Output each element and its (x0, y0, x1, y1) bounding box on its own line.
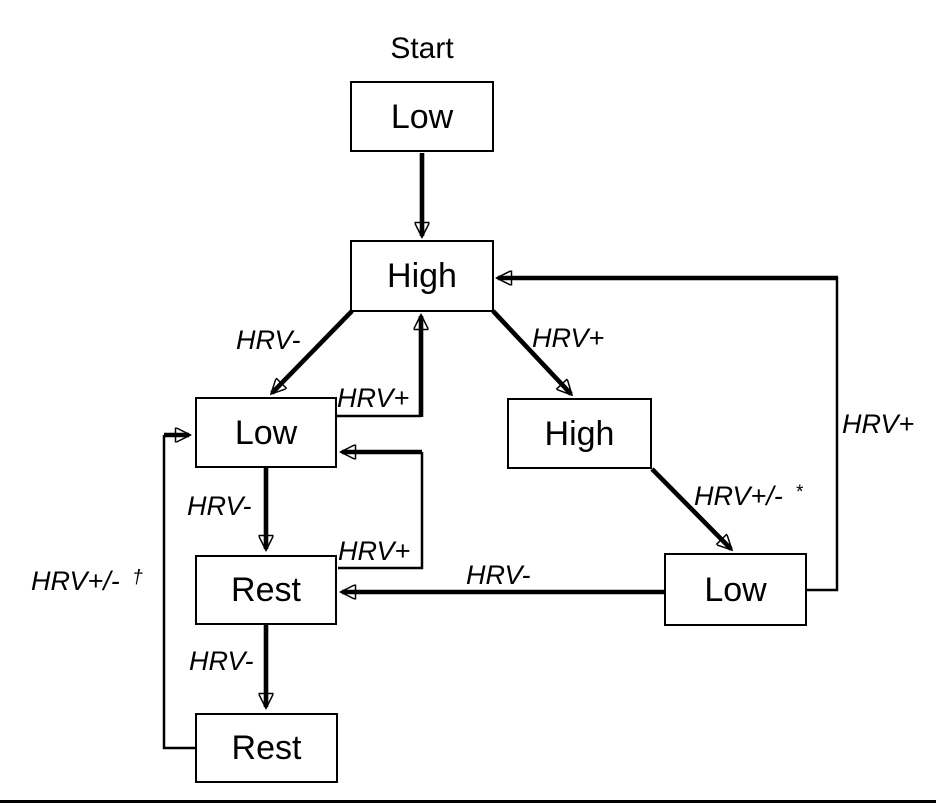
edge-label-rest-to-low-left: HRV+ (338, 536, 411, 566)
edge-label-text: HRV+/- (694, 481, 783, 511)
edge-label-low-right-to-high: HRV+ (842, 409, 915, 439)
state-box-high-right: High (507, 398, 652, 469)
state-label: High (544, 414, 615, 453)
bottom-rule-divider (0, 800, 936, 803)
dagger-marker: † (132, 567, 143, 588)
state-label: Rest (231, 729, 302, 767)
edge-label-rest-to-rest-bottom: HRV- (189, 646, 254, 676)
edge-rest-bottom-to-low-left-loop (162, 435, 196, 750)
edge-label-high-to-low-left: HRV- (236, 325, 301, 355)
asterisk-marker: * (795, 482, 803, 503)
edge-high-to-high-right (491, 309, 571, 394)
state-label: Low (704, 570, 767, 609)
state-box-start-low: Low (350, 81, 494, 152)
edge-high-to-low-left (272, 309, 354, 393)
edge-high-right-to-low-right (650, 467, 731, 549)
edge-rest-to-low-left-elbow (338, 452, 424, 570)
edge-label-text: HRV+/- (31, 566, 120, 596)
edge-low-right-to-high-loop (807, 277, 839, 592)
state-box-rest-mid: Rest (195, 555, 337, 625)
start-label: Start (390, 32, 454, 65)
edge-label-low-left-to-high: HRV+ (337, 383, 410, 413)
state-label: Low (234, 413, 298, 452)
state-box-low-left: Low (195, 397, 337, 468)
state-box-high-main: High (350, 240, 494, 312)
edge-label-rest-bottom-to-low-left: HRV+/- † (31, 567, 143, 595)
edge-label-high-right-to-low-right: HRV+/- * (694, 482, 803, 510)
state-box-low-right: Low (664, 553, 807, 626)
edge-label-low-left-to-rest: HRV- (187, 491, 252, 521)
edge-label-high-to-high-right: HRV+ (532, 323, 605, 353)
state-label: Rest (231, 571, 301, 609)
state-label: Low (390, 97, 454, 136)
edge-label-low-right-to-rest: HRV- (466, 560, 531, 590)
state-label: High (387, 257, 457, 295)
state-box-rest-bottom: Rest (195, 713, 338, 783)
